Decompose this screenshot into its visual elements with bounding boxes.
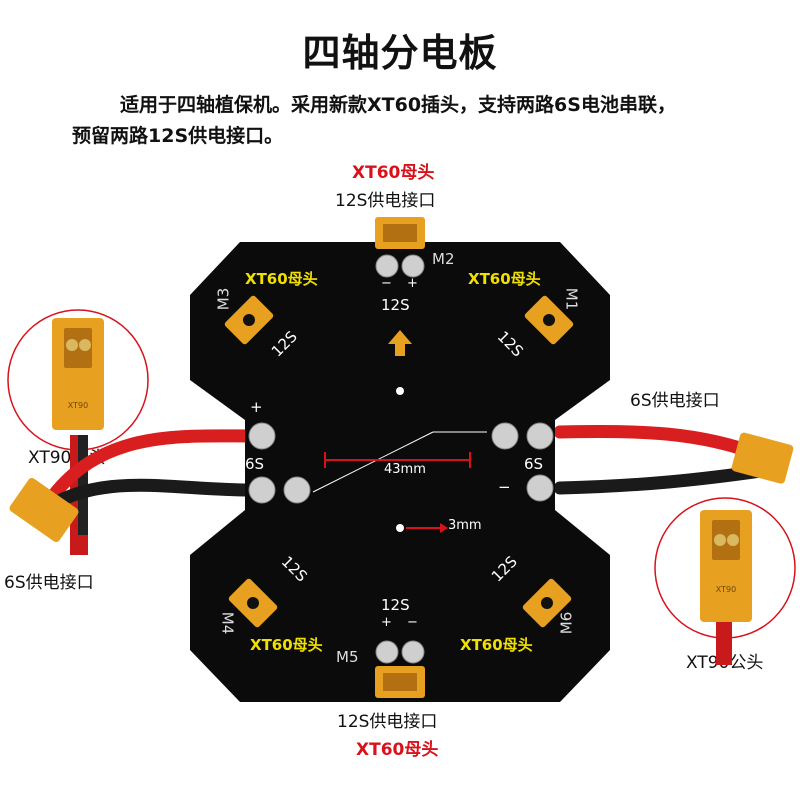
voltage-label-top: 12S bbox=[381, 296, 410, 314]
motor-label-m4: M4 bbox=[218, 611, 237, 635]
voltage-label-6s-right: 6S bbox=[524, 455, 544, 473]
top-xt60-connector bbox=[375, 217, 425, 249]
motor-label-m2: M2 bbox=[432, 250, 455, 268]
m6-connector bbox=[522, 578, 572, 628]
voltage-label-bottom: 12S bbox=[381, 596, 410, 614]
forward-arrow-icon bbox=[388, 330, 412, 356]
m1-connector bbox=[524, 295, 574, 345]
intro-line-2: 预留两路12S供电接口。 bbox=[72, 125, 284, 147]
right-black-wire bbox=[553, 463, 775, 495]
bottom-xt60-connector bbox=[375, 666, 425, 698]
hole-size-label: 3mm bbox=[448, 518, 482, 533]
bottom-connector-label: XT60母头 bbox=[356, 740, 439, 760]
page-title: 四轴分电板 bbox=[302, 31, 498, 75]
center-hole bbox=[396, 524, 404, 532]
right-port-label: 6S供电接口 bbox=[630, 391, 720, 411]
motor-label-m5: M5 bbox=[336, 648, 359, 666]
right-top-plug bbox=[731, 432, 794, 484]
voltage-label-6s-left: 6S bbox=[245, 455, 265, 473]
right-red-wire bbox=[553, 424, 767, 462]
motor-label-m3: M3 bbox=[214, 287, 233, 311]
connector-label-m3: XT60母头 bbox=[245, 270, 318, 288]
center-hole-top bbox=[396, 387, 404, 395]
spacing-measure-label: 43mm bbox=[384, 462, 426, 477]
top-minus: − bbox=[381, 276, 392, 291]
pcb-board bbox=[190, 242, 610, 702]
connector-label-m6: XT60母头 bbox=[460, 636, 533, 654]
left-port-label: 6S供电接口 bbox=[4, 573, 94, 593]
m3-connector bbox=[224, 295, 274, 345]
connector-label-m1: XT60母头 bbox=[468, 270, 541, 288]
motor-label-m1: M1 bbox=[562, 287, 581, 311]
intro-line-1: 适用于四轴植保机。采用新款XT60插头，支持两路6S电池串联， bbox=[120, 94, 676, 116]
connector-label-m4: XT60母头 bbox=[250, 636, 323, 654]
right-xt90-plug: XT90 bbox=[700, 510, 752, 665]
left-bottom-plug bbox=[9, 477, 79, 543]
left-plug-brand-text: XT90 bbox=[68, 401, 88, 410]
left-red-wire bbox=[43, 429, 257, 507]
bottom-plus: + bbox=[381, 615, 392, 630]
bottom-minus: − bbox=[407, 615, 418, 630]
m4-connector bbox=[228, 578, 278, 628]
right-plug-brand-text: XT90 bbox=[716, 585, 736, 594]
bottom-port-label: 12S供电接口 bbox=[337, 712, 438, 732]
plus-sign-left: + bbox=[250, 398, 263, 416]
minus-sign-right: − bbox=[498, 478, 511, 496]
top-plus: + bbox=[407, 276, 418, 291]
motor-label-m6: M6 bbox=[557, 611, 576, 635]
top-connector-label: XT60母头 bbox=[352, 163, 435, 183]
top-port-label: 12S供电接口 bbox=[335, 191, 436, 211]
